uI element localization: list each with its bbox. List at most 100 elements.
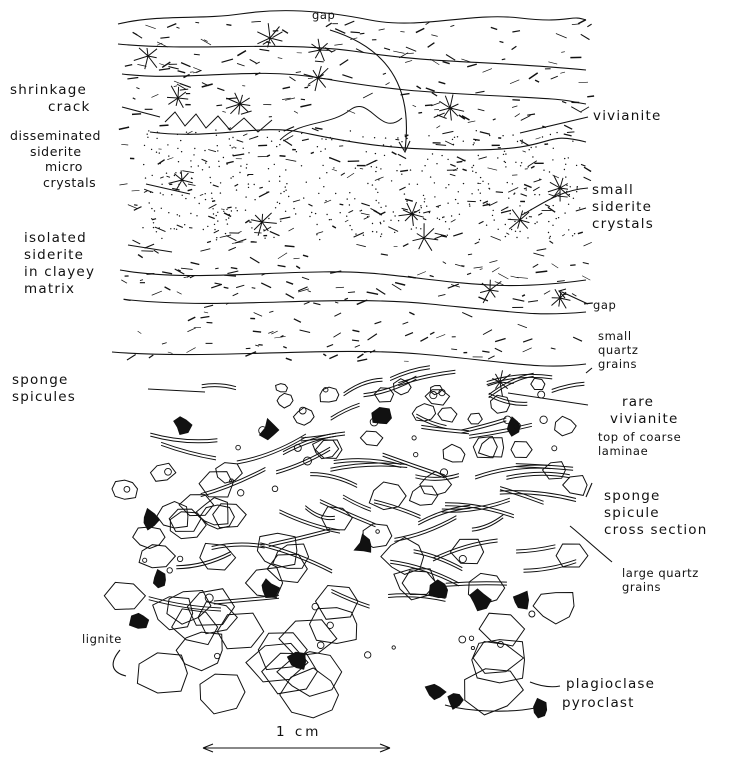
sponge-spicule: [524, 560, 577, 570]
siderite-micro-crystal: [549, 237, 550, 238]
clay-flake: [280, 156, 286, 157]
quartz-grain: [217, 613, 263, 649]
siderite-micro-crystal: [168, 212, 169, 213]
lignite-fragment: [144, 509, 159, 530]
crystal-star: [548, 176, 570, 202]
clay-flake: [467, 273, 471, 274]
clay-flake: [451, 220, 456, 223]
clay-flake: [431, 35, 437, 37]
siderite-micro-crystal: [374, 137, 375, 138]
clay-flake: [548, 62, 557, 64]
fine-clay-layer: [112, 11, 594, 397]
siderite-micro-crystal: [478, 189, 479, 190]
siderite-micro-crystal: [167, 144, 168, 145]
clay-flake: [201, 39, 211, 45]
siderite-micro-crystal: [372, 231, 373, 232]
clay-flake: [457, 162, 462, 163]
clay-flake: [227, 271, 238, 274]
siderite-micro-crystal: [504, 151, 505, 152]
siderite-micro-crystal: [171, 194, 172, 195]
siderite-micro-crystal: [226, 163, 227, 164]
siderite-micro-crystal: [285, 186, 286, 187]
clay-flake: [392, 152, 397, 155]
clay-flake: [235, 184, 239, 186]
label-large-quartz-grains: large quartz grains: [622, 566, 699, 594]
siderite-micro-crystal: [198, 165, 199, 166]
siderite-micro-crystal: [573, 198, 574, 199]
siderite-micro-crystal: [385, 137, 386, 138]
siderite-micro-crystal: [411, 228, 412, 229]
leader-rare-vivianite: [508, 393, 588, 405]
clay-flake: [145, 25, 155, 29]
clay-flake: [208, 216, 214, 218]
clay-flake: [214, 230, 219, 233]
siderite-micro-crystal: [372, 223, 373, 224]
siderite-micro-crystal: [449, 228, 450, 229]
clay-flake: [326, 23, 332, 27]
clay-flake: [561, 52, 565, 53]
clay-flake: [186, 348, 195, 353]
clay-flake: [222, 111, 225, 112]
clay-flake: [523, 348, 532, 352]
siderite-micro-crystal: [548, 221, 549, 222]
clay-flake: [536, 271, 548, 272]
siderite-micro-crystal: [150, 192, 151, 193]
siderite-micro-crystal: [505, 224, 506, 225]
siderite-micro-crystal: [532, 156, 533, 157]
clay-flake: [479, 221, 484, 223]
clay-flake: [136, 88, 139, 89]
siderite-micro-crystal: [441, 155, 442, 156]
siderite-micro-crystal: [174, 175, 175, 176]
clay-flake: [243, 134, 247, 136]
clay-flake: [428, 43, 435, 48]
clay-flake: [413, 105, 416, 107]
siderite-micro-crystal: [439, 219, 440, 220]
siderite-micro-crystal: [473, 165, 474, 166]
siderite-micro-crystal: [296, 151, 297, 152]
lignite-fragment: [514, 591, 529, 609]
quartz-grain: [563, 476, 587, 496]
siderite-micro-crystal: [361, 210, 362, 211]
siderite-micro-crystal: [443, 216, 444, 217]
sponge-spicule: [161, 442, 216, 457]
siderite-micro-crystal: [452, 139, 453, 140]
siderite-micro-crystal: [205, 199, 206, 200]
siderite-micro-crystal: [550, 134, 551, 135]
quartz-grain: [465, 669, 524, 715]
siderite-micro-crystal: [293, 149, 294, 150]
clay-flake: [140, 280, 143, 281]
clay-flake: [308, 85, 311, 86]
clay-flake: [439, 82, 446, 84]
clay-flake: [381, 254, 388, 255]
siderite-micro-crystal: [251, 227, 252, 228]
clay-flake: [450, 174, 456, 176]
clay-flake: [406, 47, 416, 51]
clay-flake: [417, 272, 426, 276]
siderite-micro-crystal: [348, 140, 349, 141]
siderite-micro-crystal: [347, 198, 348, 199]
clay-flake: [255, 345, 259, 346]
siderite-micro-crystal: [254, 184, 255, 185]
siderite-micro-crystal: [147, 134, 148, 135]
siderite-micro-crystal: [455, 199, 456, 200]
siderite-micro-crystal: [316, 224, 317, 225]
coarse-laminae-layer: [104, 366, 588, 718]
clay-flake: [483, 69, 492, 73]
siderite-micro-crystal: [209, 166, 210, 167]
clay-flake: [300, 104, 311, 106]
clay-flake: [385, 83, 389, 85]
siderite-micro-crystal: [190, 160, 191, 161]
clay-flake: [345, 21, 355, 25]
siderite-micro-crystal: [451, 215, 452, 216]
clay-flake: [311, 152, 314, 153]
quartz-grain: [543, 462, 566, 479]
siderite-micro-crystal: [459, 214, 460, 215]
siderite-micro-crystal: [572, 235, 573, 236]
siderite-micro-crystal: [280, 193, 281, 194]
clay-flake: [304, 302, 310, 304]
clay-flake: [227, 207, 231, 208]
quartz-grain: [200, 674, 245, 714]
spicule-cross-section: [414, 452, 418, 456]
clay-flake: [352, 330, 359, 332]
siderite-micro-crystal: [355, 168, 356, 169]
